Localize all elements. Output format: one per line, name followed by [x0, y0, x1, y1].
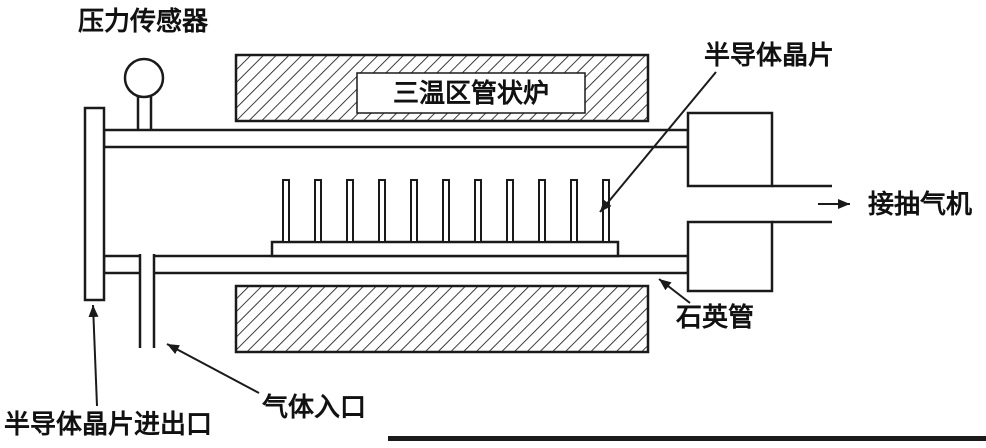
wafer-fin [570, 179, 578, 243]
wafer-label: 半导体晶片 [704, 40, 834, 70]
wafer-fin [282, 179, 290, 243]
bottom-border-line [388, 436, 986, 441]
wafer-fins [282, 179, 610, 243]
gas-inlet-gap [141, 254, 153, 275]
pressure-sensor-stem [136, 94, 153, 133]
pump-flange-lower [686, 220, 774, 293]
gas-inlet-label: 气体入口 [261, 392, 366, 422]
gas-inlet-tube [138, 254, 156, 348]
port-leader-line [88, 304, 99, 407]
wafer-fin [378, 179, 386, 243]
quartz-label: 石英管 [675, 302, 754, 332]
pump-label: 接抽气机 [868, 189, 972, 219]
wafer-fin [314, 179, 322, 243]
wafer-leader-line [599, 71, 717, 213]
pump-flange-upper [686, 111, 774, 188]
pressure-sensor-bulb [123, 57, 165, 99]
wafer-fin [506, 179, 514, 243]
tube-top-wall [102, 128, 690, 149]
wafer-fin [538, 179, 546, 243]
left-end-cap [83, 106, 106, 302]
gas-inlet-leader-line [166, 343, 260, 394]
wafer-fin [410, 179, 418, 243]
wafer-boat-tray [270, 240, 620, 258]
port-label: 半导体晶片进出口 [4, 409, 212, 439]
quartz-leader-line [658, 278, 691, 304]
wafer-fin [442, 179, 450, 243]
furnace-label-box [356, 72, 586, 114]
pressure-sensor-label: 压力传感器 [78, 6, 209, 36]
wafer-fin [346, 179, 354, 243]
tube-bottom-wall [102, 254, 690, 275]
wafer-fin [474, 179, 482, 243]
wafer-fin [602, 179, 610, 243]
furnace-bottom-block [234, 284, 650, 354]
furnace-label: 三温区管状炉 [393, 78, 549, 108]
